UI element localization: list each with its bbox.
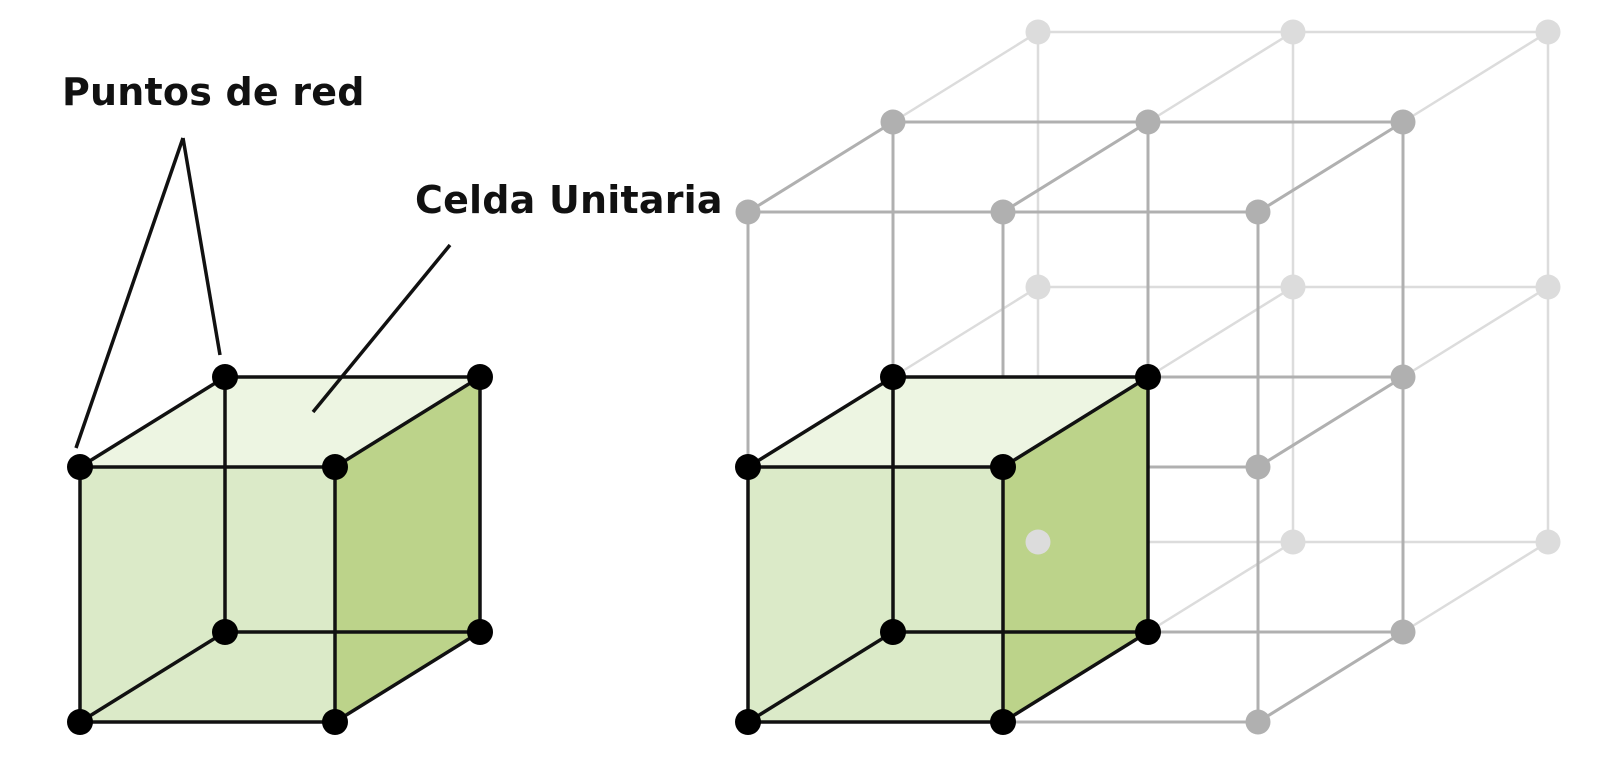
lattice-point xyxy=(1390,364,1416,390)
lattice-point xyxy=(1245,199,1271,225)
cell-edge xyxy=(1002,630,1149,724)
lattice-point xyxy=(990,454,1016,480)
lattice-point xyxy=(467,619,493,645)
cell-edge xyxy=(1002,375,1149,469)
lattice-point xyxy=(212,619,238,645)
lattice-point xyxy=(1535,274,1561,300)
lattice-edge xyxy=(1257,375,1404,469)
lattice-edge xyxy=(892,285,1039,379)
cell-edge xyxy=(334,630,481,724)
lattice-point xyxy=(467,364,493,390)
lattice-points xyxy=(67,19,1561,735)
unit-cell-in-lattice xyxy=(748,377,1148,722)
leader-line-point-b xyxy=(181,137,222,356)
lattice-edge xyxy=(1257,120,1404,214)
leader-lines xyxy=(74,137,452,449)
lattice-edge xyxy=(1402,540,1549,634)
lattice-back-layer xyxy=(892,30,1550,634)
lattice-point xyxy=(322,454,348,480)
leader-line-point-a xyxy=(74,137,185,449)
unit-cell-edges xyxy=(78,375,482,724)
lattice-point xyxy=(1135,619,1161,645)
lattice-point xyxy=(1390,109,1416,135)
lattice-point xyxy=(1245,709,1271,735)
lattice-point xyxy=(212,364,238,390)
lattice-point xyxy=(1135,364,1161,390)
lattice-point xyxy=(990,199,1016,225)
lattice-point xyxy=(1280,274,1306,300)
lattice-point xyxy=(1535,529,1561,555)
lattice-edge xyxy=(1147,540,1294,634)
cell-edge xyxy=(747,375,894,469)
lattice-point xyxy=(1280,529,1306,555)
lattice-edge xyxy=(1147,285,1294,379)
label-unit-cell: Celda Unitaria xyxy=(415,178,723,222)
lattice-edge xyxy=(747,120,894,214)
lattice-point xyxy=(990,709,1016,735)
lattice-point xyxy=(880,109,906,135)
lattice-edge xyxy=(1147,30,1294,124)
cell-face-front xyxy=(80,467,335,722)
lattice-cell-edges xyxy=(746,375,1150,724)
lattice-edge xyxy=(1402,30,1549,124)
lattice-point xyxy=(1135,109,1161,135)
lattice-point xyxy=(1025,529,1051,555)
cell-edge xyxy=(747,630,894,724)
cell-edge xyxy=(334,375,481,469)
lattice-point xyxy=(735,709,761,735)
leader-line-cell xyxy=(311,243,452,414)
lattice-point xyxy=(1280,19,1306,45)
lattice-point xyxy=(1245,454,1271,480)
lattice-point xyxy=(67,709,93,735)
lattice-edge xyxy=(892,30,1039,124)
cell-face-side xyxy=(335,377,480,722)
lattice-point xyxy=(880,619,906,645)
unit-cell-standalone xyxy=(80,377,480,722)
label-lattice-points: Puntos de red xyxy=(62,70,365,114)
lattice-cell-face-front xyxy=(748,467,1003,722)
lattice-point xyxy=(1535,19,1561,45)
lattice-point xyxy=(880,364,906,390)
lattice-point xyxy=(1025,19,1051,45)
lattice-edge xyxy=(1257,630,1404,724)
lattice-point xyxy=(1025,274,1051,300)
lattice-point xyxy=(735,454,761,480)
lattice-point xyxy=(67,454,93,480)
lattice-edge xyxy=(1002,120,1149,214)
lattice-point xyxy=(1390,619,1416,645)
cell-edge xyxy=(79,375,226,469)
lattice-point xyxy=(735,199,761,225)
cell-edge xyxy=(79,630,226,724)
lattice-cell-face-top xyxy=(748,377,1148,467)
lattice-point xyxy=(322,709,348,735)
cell-face-top xyxy=(80,377,480,467)
lattice-edge xyxy=(1402,285,1549,379)
lattice-cell-face-side xyxy=(1003,377,1148,722)
